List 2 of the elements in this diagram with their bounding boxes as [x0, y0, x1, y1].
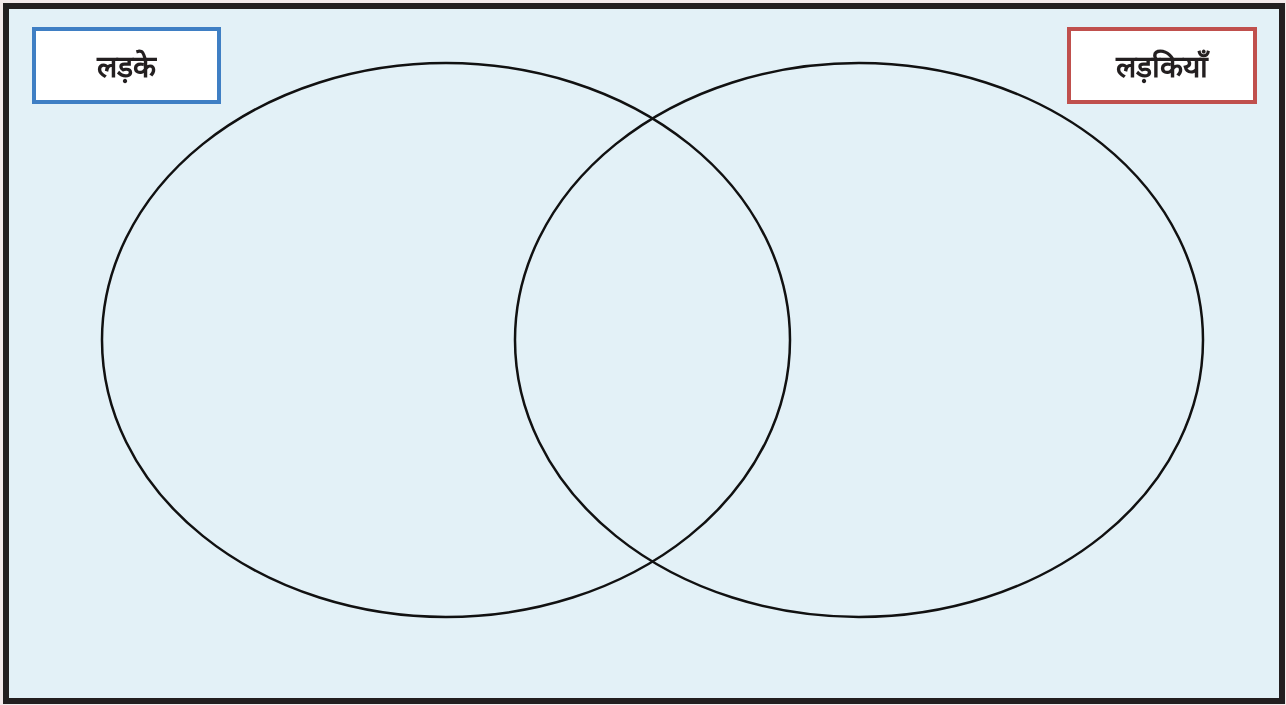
label-box: लड़कियाँ	[1067, 27, 1257, 104]
label-box: लड़के	[32, 27, 221, 104]
